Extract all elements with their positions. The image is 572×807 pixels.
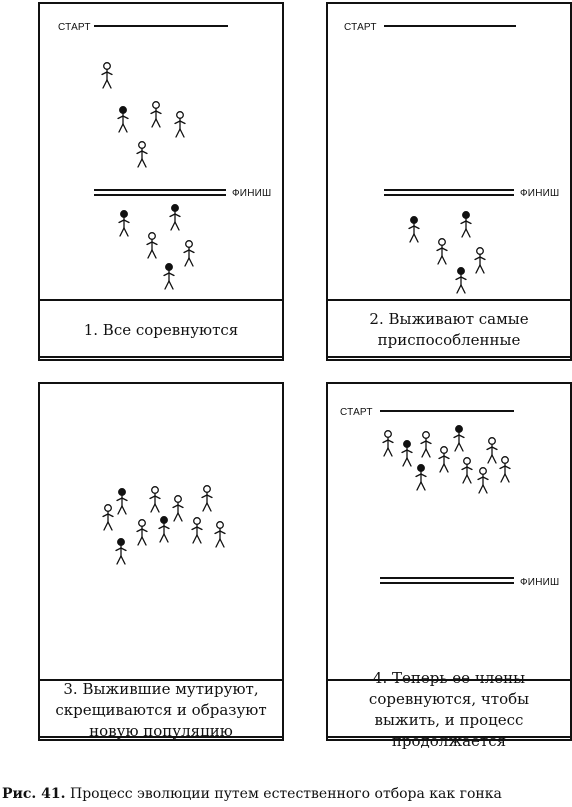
population bbox=[102, 485, 226, 565]
population bbox=[382, 425, 511, 494]
stick-figure-survivor bbox=[116, 488, 128, 515]
stick-figure bbox=[438, 446, 450, 473]
stick-figure bbox=[486, 437, 498, 464]
start-label: СТАРТ bbox=[58, 22, 91, 33]
stick-figure-survivor bbox=[117, 106, 129, 133]
caption-box-3: 3. Выжившие мутируют, скрещиваются и обр… bbox=[38, 679, 284, 741]
caption-box-1: 1. Все соревнуются bbox=[38, 299, 284, 361]
panel-3: 3. Выжившие мутируют, скрещиваются и обр… bbox=[38, 382, 284, 741]
stick-figure bbox=[477, 467, 489, 494]
stick-figure bbox=[420, 431, 432, 458]
stick-figure bbox=[382, 430, 394, 457]
stick-figure-survivor bbox=[455, 267, 467, 294]
panel-1: СТАРТ ФИНИШ 1. Все соревнуются bbox=[38, 2, 284, 361]
stick-figure bbox=[149, 486, 161, 513]
stick-figure-survivor bbox=[415, 464, 427, 491]
panel-4-drawing: СТАРТ ФИНИШ bbox=[340, 407, 559, 588]
stick-figure-survivor bbox=[408, 216, 420, 243]
stick-figure-survivor bbox=[401, 440, 413, 467]
stick-figure bbox=[136, 519, 148, 546]
panel-1-drawing: СТАРТ ФИНИШ bbox=[58, 22, 271, 290]
stick-figure bbox=[150, 101, 162, 128]
finish-label: ФИНИШ bbox=[232, 188, 271, 199]
stick-figure bbox=[101, 62, 113, 89]
finish-label: ФИНИШ bbox=[520, 577, 559, 588]
stick-figure-survivor bbox=[115, 538, 127, 565]
stick-figure-survivor bbox=[163, 263, 175, 290]
stick-figure bbox=[201, 485, 213, 512]
finish-label: ФИНИШ bbox=[520, 188, 559, 199]
population bbox=[408, 211, 486, 294]
stick-figure bbox=[214, 521, 226, 548]
panel-2-drawing: СТАРТ ФИНИШ bbox=[344, 22, 559, 294]
stick-figure bbox=[461, 457, 473, 484]
stick-figure bbox=[136, 141, 148, 168]
stick-figure bbox=[172, 495, 184, 522]
stick-figure-survivor bbox=[118, 210, 130, 237]
stick-figure bbox=[499, 456, 511, 483]
caption-box-2: 2. Выживают самые приспособленные bbox=[326, 299, 572, 361]
figure-caption: Рис. 41. Процесс эволюции путем естестве… bbox=[2, 786, 502, 802]
stick-figure bbox=[146, 232, 158, 259]
panel-caption: 1. Все соревнуются bbox=[83, 320, 239, 339]
panel-caption: 2. Выживают самые приспособленные bbox=[369, 310, 529, 349]
stick-figure-survivor bbox=[158, 516, 170, 543]
panel-4: СТАРТ ФИНИШ 4. Теперь ее члены соревнуют… bbox=[326, 382, 572, 750]
start-label: СТАРТ bbox=[344, 22, 377, 33]
stick-figure bbox=[174, 111, 186, 138]
stick-figure bbox=[436, 238, 448, 265]
panel-caption: 4. Теперь ее члены соревнуются, чтобы вы… bbox=[368, 669, 530, 750]
panel-3-drawing bbox=[102, 485, 226, 565]
figure-title: Процесс эволюции путем естественного отб… bbox=[70, 786, 502, 802]
figure-number: Рис. 41. bbox=[2, 786, 66, 802]
panel-2: СТАРТ ФИНИШ 2. Выживают самые приспособл… bbox=[326, 2, 572, 361]
stick-figure bbox=[183, 240, 195, 267]
population bbox=[101, 62, 195, 290]
stick-figure-survivor bbox=[453, 425, 465, 452]
stick-figure-survivor bbox=[169, 204, 181, 231]
stick-figure bbox=[191, 517, 203, 544]
caption-box-4: 4. Теперь ее члены соревнуются, чтобы вы… bbox=[326, 669, 572, 750]
start-label: СТАРТ bbox=[340, 407, 373, 418]
panel-caption: 3. Выжившие мутируют, скрещиваются и обр… bbox=[55, 679, 267, 740]
stick-figure bbox=[474, 247, 486, 274]
stick-figure bbox=[102, 504, 114, 531]
stick-figure-survivor bbox=[460, 211, 472, 238]
